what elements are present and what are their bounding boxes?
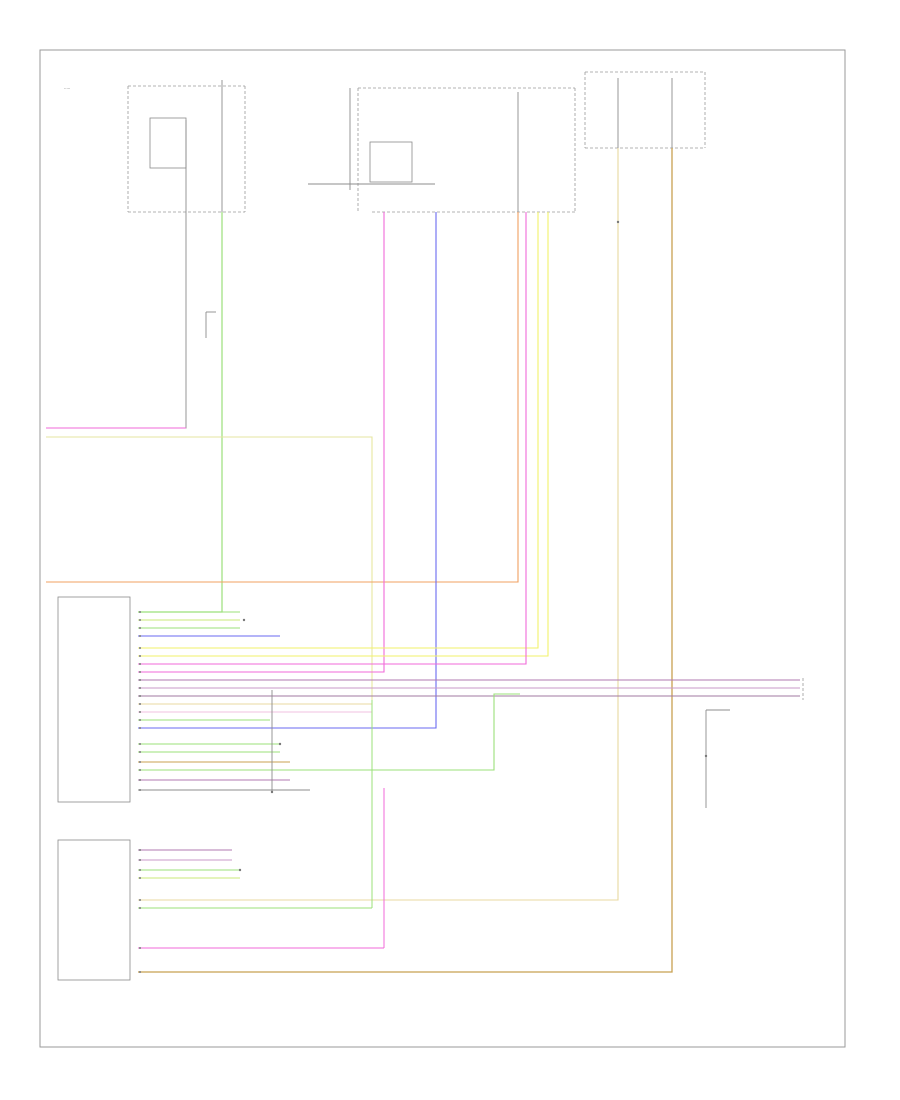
wire-yellow-1 bbox=[138, 212, 539, 649]
fuse-panel-right bbox=[584, 71, 706, 149]
wire-yellow-2 bbox=[138, 212, 549, 657]
wire-green-main bbox=[138, 212, 223, 613]
svg-text:·····: ····· bbox=[64, 86, 70, 91]
diagram-frame bbox=[39, 49, 846, 1048]
wire-orange bbox=[46, 212, 519, 583]
pins bbox=[139, 220, 708, 973]
right-connector bbox=[705, 678, 804, 808]
module-pin-wires bbox=[138, 611, 372, 791]
wire-tan-1 bbox=[138, 148, 619, 901]
wire-green-right bbox=[138, 693, 520, 771]
module-upper bbox=[57, 596, 131, 803]
module-lower bbox=[57, 839, 131, 981]
inline-connector bbox=[205, 311, 216, 338]
wire-yellow-bus bbox=[46, 436, 373, 700]
center-module-top bbox=[308, 87, 576, 213]
wire-blue bbox=[138, 212, 437, 729]
wire-pink-right bbox=[138, 212, 527, 665]
wire-black-left bbox=[46, 212, 187, 429]
lower-module-wires bbox=[138, 700, 385, 949]
fuse-panel-left: ····· bbox=[64, 80, 246, 213]
wire-pink-center bbox=[138, 212, 385, 673]
wire-gold bbox=[138, 148, 673, 973]
